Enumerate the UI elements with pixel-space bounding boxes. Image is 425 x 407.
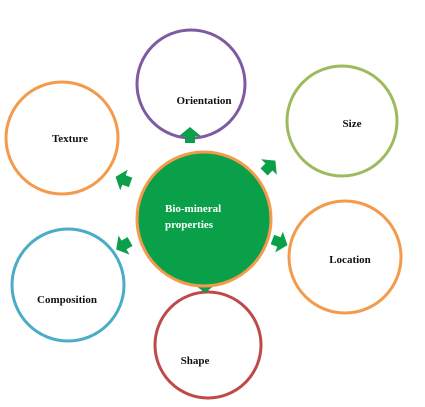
- arrow-to-composition: [116, 235, 133, 255]
- center-label-line-2: properties: [165, 219, 214, 231]
- arrow-to-orientation: [179, 127, 201, 143]
- node-texture: Texture: [4, 80, 120, 196]
- node-texture-label: Texture: [52, 133, 88, 145]
- node-orientation-label: Orientation: [177, 95, 232, 107]
- node-location-label: Location: [329, 254, 371, 266]
- center-label-line-1: Bio-mineral: [165, 203, 221, 215]
- node-location-circle: [287, 199, 403, 315]
- center-circle: [135, 150, 273, 288]
- node-shape-circle: [153, 290, 263, 400]
- node-size-label: Size: [343, 118, 362, 130]
- node-shape: Shape: [153, 290, 263, 400]
- node-size: Size: [285, 64, 399, 178]
- node-shape-label: Shape: [181, 355, 210, 367]
- node-composition: Composition: [10, 227, 126, 343]
- node-composition-label: Composition: [37, 294, 97, 306]
- arrow-to-texture: [115, 169, 133, 191]
- node-texture-circle: [4, 80, 120, 196]
- node-orientation-circle: [135, 28, 247, 140]
- arrow-to-size: [260, 159, 277, 176]
- node-location: Location: [287, 199, 403, 315]
- node-size-circle: [285, 64, 399, 178]
- center-node: Bio-mineral properties: [135, 150, 273, 288]
- node-composition-circle: [10, 227, 126, 343]
- node-orientation: Orientation: [135, 28, 247, 140]
- arrow-to-location: [270, 231, 288, 253]
